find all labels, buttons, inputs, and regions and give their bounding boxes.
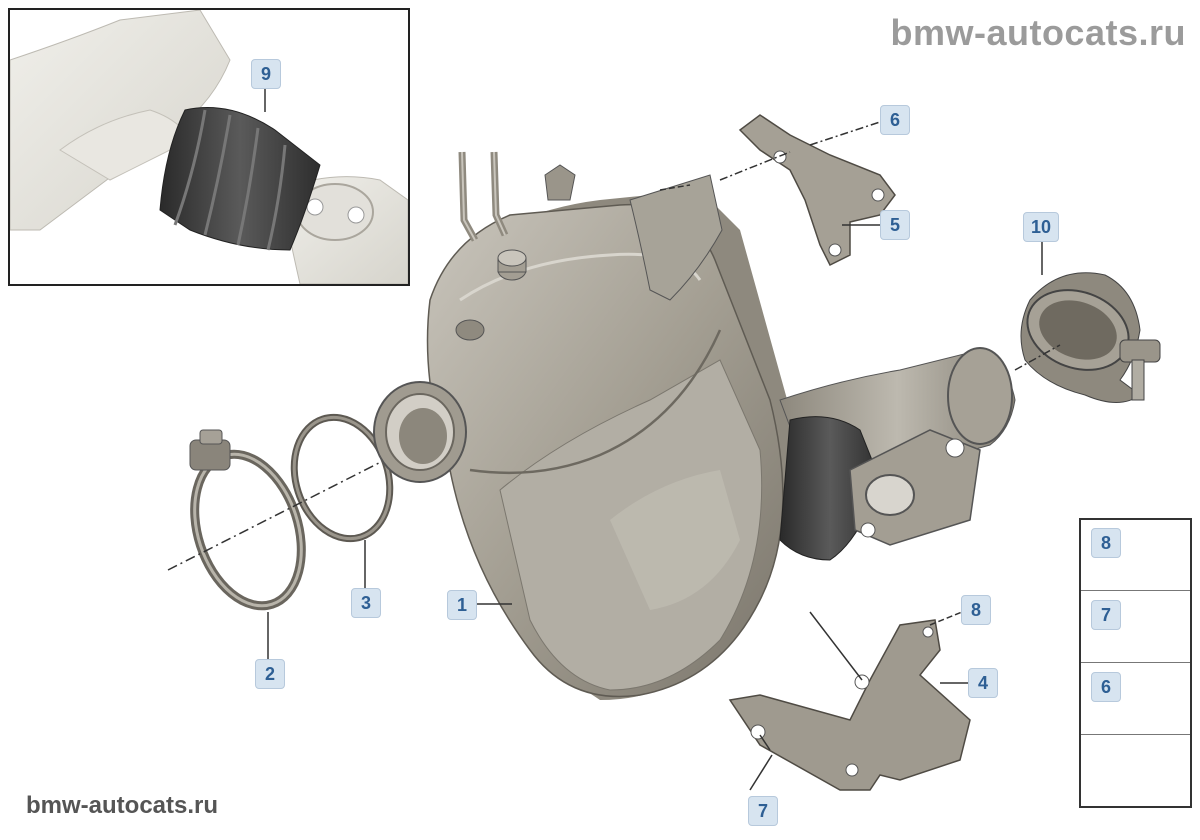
legend-item: 6: [1081, 664, 1190, 735]
watermark-bottom: bmw-autocats.ru: [26, 792, 219, 819]
legend-label: 7: [1091, 600, 1121, 630]
callout-6-top: 6: [880, 105, 910, 135]
inset-frame: [8, 8, 410, 286]
inset-detail-flex-pipe: [10, 10, 408, 284]
legend-label: 6: [1091, 672, 1121, 702]
watermark-top: bmw-autocats.ru: [890, 12, 1186, 53]
legend-label: 8: [1091, 528, 1121, 558]
callout-5: 5: [880, 210, 910, 240]
particulate-filter-body: [373, 151, 1016, 700]
legend-item: 8: [1081, 520, 1190, 591]
fastener-legend: 8 7 6: [1079, 518, 1192, 808]
upper-bracket: [719, 114, 896, 267]
callout-3: 3: [351, 588, 381, 618]
lower-bracket: [728, 611, 971, 791]
legend-item-orientation: [1081, 736, 1190, 806]
pipe-clamp: [1014, 240, 1161, 403]
callout-7-bottom: 7: [748, 796, 778, 826]
callout-8: 8: [961, 595, 991, 625]
legend-item: 7: [1081, 592, 1190, 663]
callout-4: 4: [968, 668, 998, 698]
v-band-clamp: [189, 429, 306, 660]
callout-9: 9: [251, 59, 281, 89]
callout-2: 2: [255, 659, 285, 689]
callout-1: 1: [447, 590, 477, 620]
callout-10: 10: [1023, 212, 1059, 242]
